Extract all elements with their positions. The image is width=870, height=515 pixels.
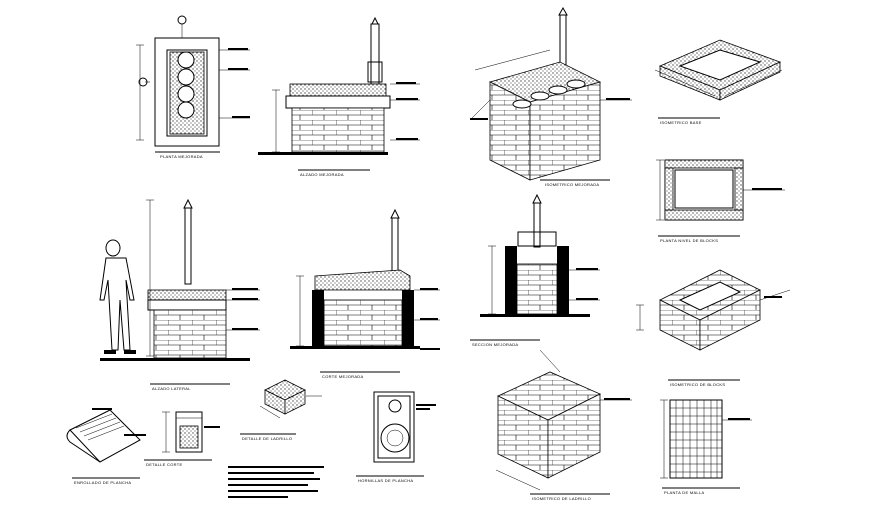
isometric-blocks-view: ISOMETRICO DE BLOCKS bbox=[636, 269, 791, 387]
section-2-view: SECCION MEJORADA bbox=[470, 193, 600, 347]
plan-top-view: PLANTA MEJORADA bbox=[136, 15, 250, 159]
caption-grid-plan: PLANTA DE MALLA bbox=[664, 490, 704, 495]
caption-iso-blocks: ISOMETRICO DE BLOCKS bbox=[670, 382, 725, 387]
plan-blocks-view: PLANTA NIVEL DE BLOCKS bbox=[656, 159, 785, 243]
grid-plan-view: PLANTA DE MALLA bbox=[660, 399, 752, 495]
caption-burner-plan: HORNILLAS DE PLANCHA bbox=[358, 478, 413, 483]
caption-plan-top: PLANTA MEJORADA bbox=[160, 154, 203, 159]
isometric-final-view: ISOMETRICO DE LADRILLO bbox=[495, 349, 632, 501]
isometric-base-view: ISOMETRICO BASE bbox=[654, 39, 783, 125]
elevation-person-view: ALZADO LATERAL bbox=[99, 198, 260, 391]
caption-iso-1: ISOMETRICO MEJORADA bbox=[545, 182, 599, 187]
caption-detail-vent: DETALLE CORTE bbox=[146, 462, 182, 467]
human-figure bbox=[99, 239, 136, 354]
caption-section-1: CORTE MEJORADA bbox=[322, 374, 363, 379]
caption-iso-final: ISOMETRICO DE LADRILLO bbox=[532, 496, 591, 501]
caption-section-2: SECCION MEJORADA bbox=[472, 342, 518, 347]
caption-plan-base: PLANTA NIVEL DE BLOCKS bbox=[660, 238, 718, 243]
burner-plan-view: HORNILLAS DE PLANCHA bbox=[356, 391, 436, 483]
ceramic-roll-view: ENROLLADO DE PLANCHA bbox=[66, 408, 146, 485]
caption-elev-person: ALZADO LATERAL bbox=[152, 386, 191, 391]
section-1-view: CORTE MEJORADA bbox=[290, 208, 440, 379]
isometric-1-view: ISOMETRICO MEJORADA bbox=[469, 6, 632, 187]
caption-elev-1: ALZADO MEJORADA bbox=[300, 172, 344, 177]
notes-block bbox=[228, 466, 324, 498]
caption-iso-base: ISOMETRICO BASE bbox=[660, 120, 702, 125]
elevation-1-view: ALZADO MEJORADA bbox=[258, 16, 420, 177]
detail-vent-view: DETALLE CORTE bbox=[144, 411, 220, 467]
caption-ceramic: ENROLLADO DE PLANCHA bbox=[74, 480, 131, 485]
caption-detail-cube: DETALLE DE LADRILLO bbox=[242, 436, 292, 441]
detail-cube-view: DETALLE DE LADRILLO bbox=[228, 379, 324, 498]
